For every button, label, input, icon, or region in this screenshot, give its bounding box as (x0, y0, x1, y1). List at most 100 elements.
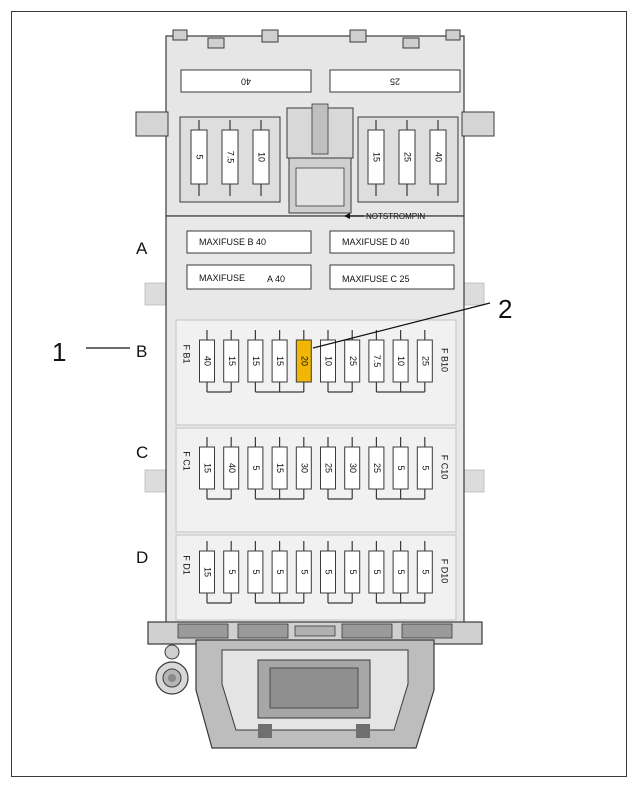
fuse-row-c: 15 40 5 15 30 25 30 25 5 5 F C1 F C10 (182, 437, 450, 500)
fuse-value: 10 (324, 356, 334, 366)
row-letter-b: B (136, 342, 147, 361)
row-start-label: F D1 (182, 555, 192, 575)
fuse (416, 446, 433, 490)
fuse (295, 446, 312, 490)
fuse-value: 5 (420, 465, 430, 470)
maxifuse-area: MAXIFUSE B 40 MAXIFUSE D 40 MAXIFUSE A 4… (186, 230, 455, 290)
fuse-value: 7.5 (372, 355, 382, 368)
fuse-value: 5 (348, 569, 358, 574)
big-fuse-right (329, 69, 461, 93)
maxifuse-a-value: A 40 (267, 274, 285, 284)
maxifuse-c (329, 264, 455, 290)
fuse-value: 5 (396, 465, 406, 470)
figure-frame (11, 11, 627, 777)
top-right-fuse (429, 129, 447, 185)
callout-1: 1 (52, 337, 130, 367)
fuse (392, 446, 409, 490)
top-right-fuse-value: 15 (372, 152, 382, 162)
fuse-value: 15 (203, 463, 213, 473)
callout-2-leader (312, 302, 491, 349)
fuse (199, 339, 215, 383)
fuse-value: 15 (275, 356, 285, 366)
top-left-fuse-value: 5 (195, 154, 205, 159)
fuse (271, 550, 288, 594)
fuse (199, 550, 215, 594)
top-left-fuse-value: 7.5 (226, 151, 236, 164)
fuse (271, 339, 288, 383)
fuse-value: 15 (203, 567, 213, 577)
maxifuse-d-label: MAXIFUSE D 40 (342, 237, 410, 247)
fuse (320, 446, 336, 490)
callout-2-number: 2 (498, 294, 512, 324)
fuse-value: 20 (299, 356, 309, 366)
fuse-value: 25 (372, 463, 382, 473)
row-letter-c: C (136, 443, 148, 462)
fuse (368, 550, 385, 594)
top-left-fuse (221, 129, 239, 185)
fuse (271, 446, 288, 490)
row-letter-a: A (136, 239, 148, 258)
fuse (199, 446, 215, 490)
top-right-fuse-value: 25 (403, 152, 413, 162)
fuse-value: 25 (324, 463, 334, 473)
fuse-value: 5 (299, 569, 309, 574)
highlighted-fuse (295, 339, 312, 383)
row-start-label: F C1 (182, 451, 192, 471)
big-fuse-right-value: 25 (390, 77, 400, 87)
fuse (416, 550, 433, 594)
top-left-fuse (252, 129, 270, 185)
fuse (344, 446, 361, 490)
callout-1-number: 1 (52, 337, 66, 367)
maxifuse-c-label: MAXIFUSE C 25 (342, 274, 410, 284)
fuse-value: 40 (227, 463, 237, 473)
callout-2: 2 (312, 294, 512, 349)
fuse-value: 30 (299, 463, 309, 473)
fuse-value: 5 (275, 569, 285, 574)
row-end-label: F D10 (440, 559, 450, 584)
fuse (247, 550, 264, 594)
fuse (368, 446, 385, 490)
fuse (247, 339, 264, 383)
fuse-value: 5 (251, 465, 261, 470)
big-fuse-left-value: 40 (241, 77, 251, 87)
fuse-value: 25 (420, 356, 430, 366)
fuse-value: 5 (324, 569, 334, 574)
fuse (392, 339, 409, 383)
fuse-value: 25 (348, 356, 358, 366)
big-fuse-left (180, 69, 312, 93)
row-letter-d: D (136, 548, 148, 567)
fuse (295, 550, 312, 594)
top-left-fuse (190, 129, 208, 185)
fuse (223, 446, 240, 490)
fuse-value: 5 (420, 569, 430, 574)
fuse-value: 5 (396, 569, 406, 574)
fuse-value: 15 (227, 356, 237, 366)
fuse (320, 339, 336, 383)
fuse-value: 5 (251, 569, 261, 574)
fuse (320, 550, 336, 594)
fuse-value: 15 (275, 463, 285, 473)
top-right-fuse (367, 129, 385, 185)
fuse-value: 30 (348, 463, 358, 473)
maxifuse-d (329, 230, 455, 254)
notstrompin-label: NOTSTROMPIN (366, 212, 425, 221)
fuse (223, 550, 240, 594)
fuse (344, 339, 361, 383)
fuse-value: 40 (203, 356, 213, 366)
top-right-fuse (398, 129, 416, 185)
fuse-value: 15 (251, 356, 261, 366)
maxifuse-b (186, 230, 312, 254)
fuse-value: 10 (396, 356, 406, 366)
fuse (344, 550, 361, 594)
row-end-label: F C10 (440, 455, 450, 480)
row-end-label: F B10 (440, 348, 450, 372)
maxifuse-a (186, 264, 312, 290)
maxifuse-b-label: MAXIFUSE B 40 (199, 237, 266, 247)
fuse-value: 5 (372, 569, 382, 574)
fuse (223, 339, 240, 383)
